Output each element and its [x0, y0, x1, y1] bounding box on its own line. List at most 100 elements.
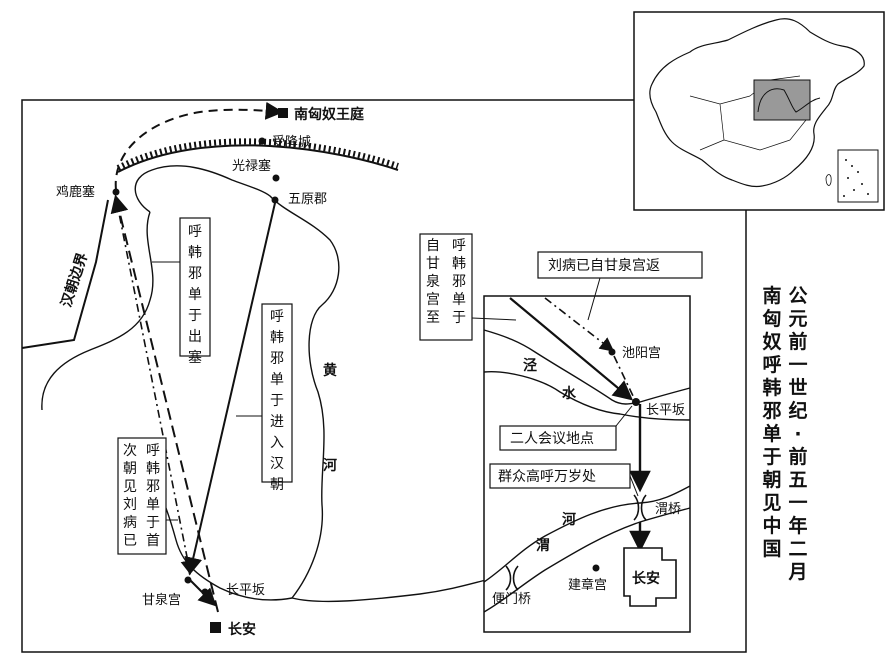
bianmen-bridge-icon — [505, 565, 519, 591]
vertical-char: 一 — [788, 354, 807, 376]
changping-dot — [201, 588, 209, 596]
vertical-char: 泉 — [426, 273, 440, 290]
vertical-char: 见 — [762, 492, 781, 514]
route-enter-han — [184, 202, 276, 576]
han-border-line — [21, 199, 109, 349]
vertical-char: 国 — [762, 538, 781, 560]
vertical-char: 前 — [788, 445, 807, 468]
vertical-char: 单 — [188, 287, 202, 303]
callout-enter-han-box — [261, 303, 293, 483]
label-wei-bridge: 渭桥 — [655, 502, 681, 517]
vertical-char: 自 — [426, 238, 440, 254]
jilu-dot — [112, 188, 120, 196]
label-changping-inset: 长平坂 — [646, 403, 685, 418]
changan-marker — [210, 622, 221, 633]
vertical-char: 次 — [123, 443, 137, 459]
chiyang-dot — [608, 348, 616, 356]
vertical-char: 于 — [270, 393, 284, 409]
vertical-char: 病 — [123, 515, 137, 531]
vertical-char: 韩 — [270, 330, 284, 346]
locator-yellow-river — [757, 88, 821, 113]
route-liu-return — [544, 297, 615, 352]
vertical-char: 单 — [146, 497, 160, 513]
vertical-char: 中 — [762, 514, 781, 537]
vertical-char: 朝 — [123, 461, 137, 477]
vertical-char: 入 — [270, 435, 284, 451]
vertical-char: 韩 — [452, 256, 466, 272]
yellow-river-lower — [291, 579, 487, 603]
vertical-char: 一 — [788, 492, 807, 514]
route-to-court — [114, 101, 284, 191]
vertical-char: 邪 — [146, 479, 160, 495]
vertical-char: 邪 — [761, 400, 781, 422]
callout-cheer-text: 群众高呼万岁处 — [498, 468, 596, 485]
vertical-char: 呼 — [146, 443, 160, 459]
callout-liu-return-text: 刘病已自甘泉宫返 — [548, 257, 660, 274]
label-jing-2: 水 — [562, 385, 577, 402]
vertical-char: 前 — [788, 330, 807, 353]
label-changan: 长安 — [228, 621, 256, 638]
vertical-char: 甘 — [426, 256, 440, 272]
vertical-char: 见 — [123, 479, 137, 495]
label-shouxiang: 受降城 — [272, 135, 311, 150]
callout-first-meet-box — [117, 437, 167, 555]
vertical-char: 单 — [452, 292, 466, 308]
vertical-char: 邪 — [188, 266, 202, 282]
vertical-char: 塞 — [188, 349, 202, 366]
label-wei-2: 河 — [562, 511, 576, 528]
label-jilu: 鸡鹿塞 — [56, 184, 95, 200]
vertical-char: 呼 — [188, 224, 202, 240]
vertical-char: 公 — [788, 285, 807, 307]
vertical-char: 邪 — [452, 274, 466, 290]
vertical-char: 朝 — [270, 477, 284, 493]
vertical-char: 韩 — [188, 245, 202, 261]
label-south-xiongnu-court: 南匈奴王庭 — [294, 106, 365, 123]
route-from-ganquan — [509, 297, 634, 401]
vertical-char: 进 — [270, 414, 284, 430]
vertical-char: 韩 — [762, 376, 781, 399]
vertical-char: 朝 — [762, 469, 781, 491]
callout-from-ganquan-leader — [471, 317, 517, 321]
vertical-char: · — [794, 423, 801, 445]
vertical-char: 呼 — [270, 309, 284, 325]
vertical-char: 奴 — [761, 330, 781, 353]
changan-inset-walls — [623, 547, 677, 607]
label-jing-1: 泾 — [523, 357, 537, 374]
callout-liu-return-box — [537, 251, 703, 279]
yellow-river — [134, 165, 340, 599]
vertical-char: 年 — [788, 514, 807, 537]
vertical-char: 汉 — [270, 456, 284, 472]
vertical-char: 于 — [188, 308, 202, 324]
vertical-char: 于 — [452, 310, 466, 326]
vertical-char: 纪 — [788, 399, 807, 422]
vertical-char: 刘 — [123, 497, 137, 513]
callout-meeting-leader — [615, 405, 633, 427]
changping-inset-dot — [632, 398, 640, 406]
wei-river-north — [483, 485, 691, 583]
vertical-char: 于 — [762, 446, 781, 468]
vertical-char: 首 — [146, 533, 160, 549]
vertical-char: 匈 — [762, 307, 781, 330]
label-guanglu: 光禄塞 — [232, 158, 271, 174]
guanglu-dot — [272, 174, 280, 182]
vertical-char: 月 — [787, 561, 807, 583]
vertical-char: 邪 — [270, 351, 284, 367]
label-huanghe-1: 黄 — [323, 362, 337, 379]
label-bianmen: 便门桥 — [492, 592, 531, 607]
callout-leave-fort-box — [179, 217, 211, 357]
vertical-char: 单 — [762, 422, 781, 445]
vertical-char: 出 — [188, 329, 202, 345]
wei-river-south — [483, 507, 691, 613]
vertical-char: 二 — [788, 538, 807, 560]
vertical-char: 于 — [146, 515, 160, 531]
wuyuan-dot — [271, 196, 279, 204]
label-changan-inset: 长安 — [632, 570, 660, 587]
vertical-char: 呼 — [762, 354, 781, 376]
